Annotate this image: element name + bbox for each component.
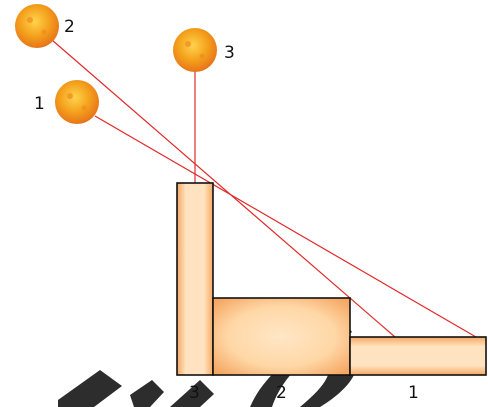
shadow-label-3: 3 [189,383,200,403]
shadow-block-2 [212,297,351,376]
shadow-label-1: 1 [408,383,419,403]
sun-1 [55,80,99,124]
sun-3-icon [173,28,217,72]
sun-1-label: 1 [34,94,45,114]
sun-2-icon [15,4,59,48]
sun-3-label: 3 [224,43,235,63]
light-ray-sun-1 [94,115,477,338]
shadow-label-2: 2 [276,383,287,403]
shadow-block-3 [176,182,214,376]
sun-1-icon [55,80,99,124]
sun-2 [15,4,59,48]
light-ray-sun-2 [51,39,396,338]
shadow-block-1 [349,336,487,376]
sun-3 [173,28,217,72]
sun-2-label: 2 [64,17,75,37]
